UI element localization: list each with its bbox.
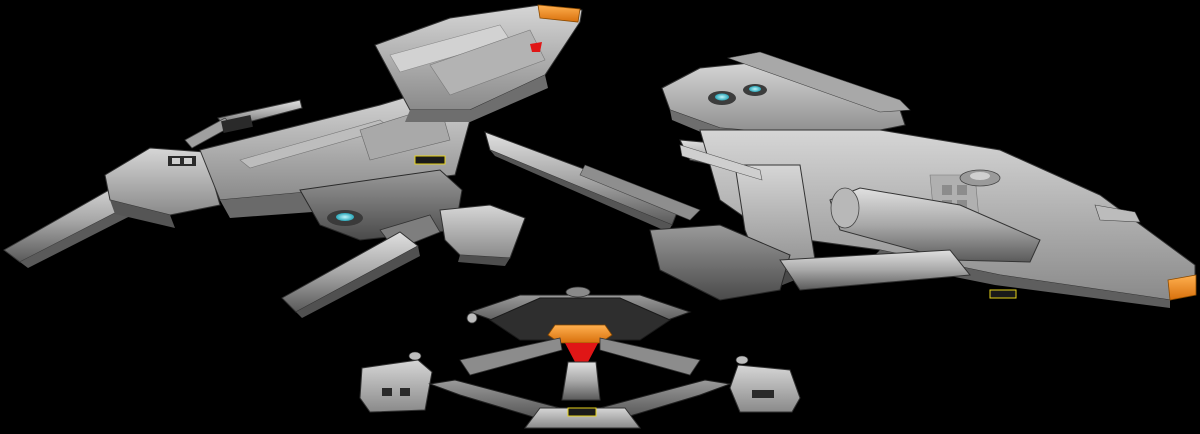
ship-right-view	[484, 51, 1197, 308]
ship-left-view	[3, 4, 583, 318]
ship-front-view	[359, 286, 801, 429]
